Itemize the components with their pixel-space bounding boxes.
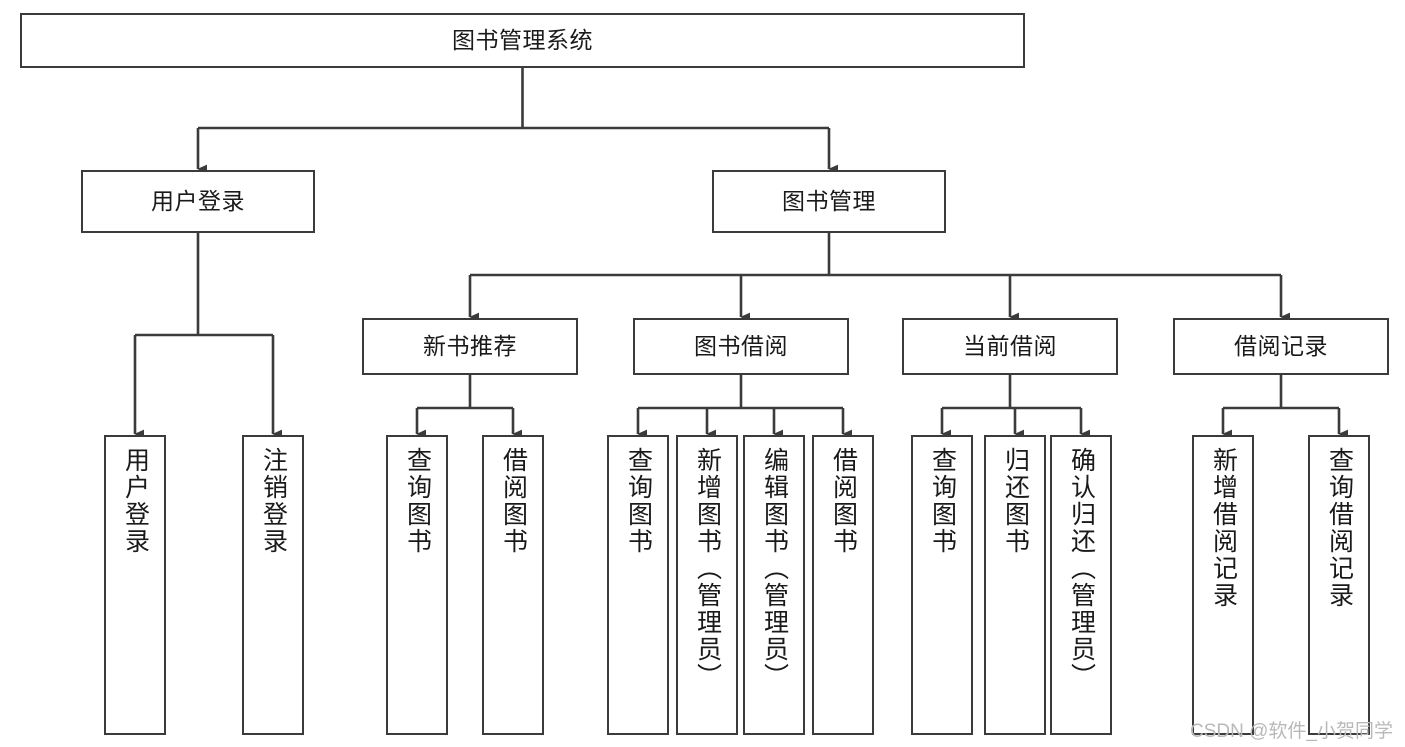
node-borrow-record[interactable]: 借阅记录 [1173,318,1389,375]
node-user-login[interactable]: 用户登录 [81,170,315,233]
node-leaf-borrow-book-1[interactable]: 借阅图书 [482,435,544,735]
node-label-leaf-return-book: 归还图书 [1001,447,1030,555]
node-leaf-query-book-3[interactable]: 查询图书 [911,435,973,735]
node-book-borrow[interactable]: 图书借阅 [633,318,849,375]
node-label-leaf-query-book-3: 查询图书 [928,447,957,555]
node-leaf-query-book-2[interactable]: 查询图书 [607,435,669,735]
node-root[interactable]: 图书管理系统 [20,13,1025,68]
node-label-new-book-rec: 新书推荐 [423,332,517,359]
node-label-current-borrow: 当前借阅 [963,332,1057,359]
csdn-watermark: CSDN @软件_小贺同学 [1190,721,1393,742]
node-label-leaf-user-logout: 注销登录 [259,447,288,555]
node-leaf-return-book[interactable]: 归还图书 [984,435,1046,735]
node-label-leaf-confirm-return: 确认归还（管理员） [1067,447,1096,690]
node-label-leaf-edit-book: 编辑图书（管理员） [760,447,789,690]
node-leaf-query-record[interactable]: 查询借阅记录 [1308,435,1370,735]
node-leaf-add-book[interactable]: 新增图书（管理员） [676,435,738,735]
node-leaf-user-logout[interactable]: 注销登录 [242,435,304,735]
node-label-book-manage: 图书管理 [782,187,876,214]
node-label-leaf-borrow-book-2: 借阅图书 [829,447,858,555]
node-leaf-user-login[interactable]: 用户登录 [104,435,166,735]
node-label-book-borrow: 图书借阅 [694,332,788,359]
node-leaf-add-record[interactable]: 新增借阅记录 [1192,435,1254,735]
node-label-leaf-borrow-book-1: 借阅图书 [499,447,528,555]
node-current-borrow[interactable]: 当前借阅 [902,318,1118,375]
node-new-book-rec[interactable]: 新书推荐 [362,318,578,375]
node-book-manage[interactable]: 图书管理 [712,170,946,233]
node-label-root: 图书管理系统 [452,26,593,53]
edges [133,68,1349,439]
node-leaf-query-book-1[interactable]: 查询图书 [386,435,448,735]
node-label-leaf-query-book-2: 查询图书 [624,447,653,555]
node-label-leaf-query-book-1: 查询图书 [403,447,432,555]
node-label-borrow-record: 借阅记录 [1234,332,1328,359]
node-label-user-login: 用户登录 [151,187,245,214]
node-label-leaf-query-record: 查询借阅记录 [1325,447,1354,609]
node-label-leaf-add-record: 新增借阅记录 [1209,447,1238,609]
node-leaf-confirm-return[interactable]: 确认归还（管理员） [1050,435,1112,735]
node-label-leaf-add-book: 新增图书（管理员） [693,447,722,690]
node-leaf-borrow-book-2[interactable]: 借阅图书 [812,435,874,735]
node-leaf-edit-book[interactable]: 编辑图书（管理员） [743,435,805,735]
node-label-leaf-user-login: 用户登录 [121,447,150,555]
